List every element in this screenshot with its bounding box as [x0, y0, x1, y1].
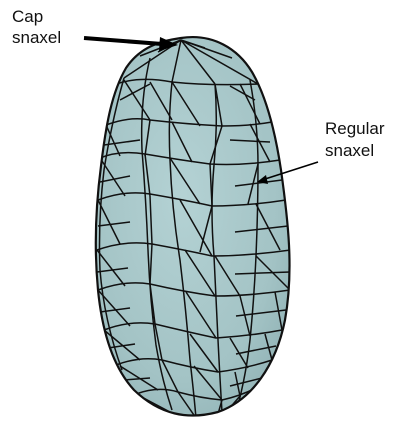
blob-surface — [96, 37, 290, 415]
regular-snaxel-label: Regular snaxel — [325, 119, 389, 160]
regular-label-line1: Regular — [325, 119, 385, 138]
cap-snaxel-arrow — [84, 37, 178, 51]
cap-label-line2: snaxel — [12, 28, 61, 47]
cap-label-line1: Cap — [12, 7, 43, 26]
regular-label-line2: snaxel — [325, 141, 374, 160]
cap-snaxel-label: Cap snaxel — [12, 7, 61, 47]
